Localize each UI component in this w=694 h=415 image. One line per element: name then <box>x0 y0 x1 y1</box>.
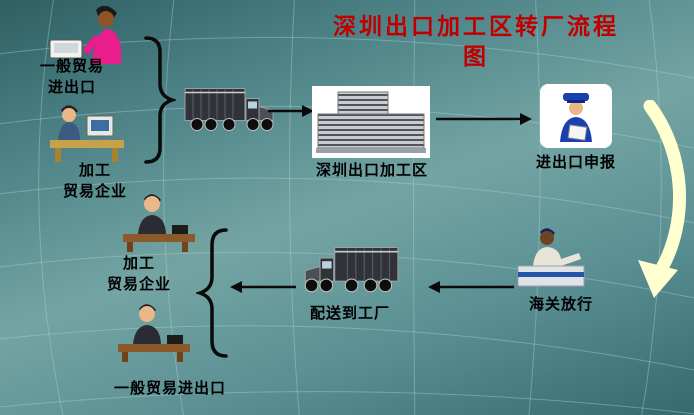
arrow-left-icon <box>230 281 296 293</box>
export-zone-label: 深圳出口加工区 <box>315 161 428 179</box>
person-at-desk-phone-icon <box>120 192 198 252</box>
customs-officer-icon <box>540 84 612 148</box>
truck-icon <box>183 80 278 135</box>
processing-enterprise-bottom-label: 加工 贸易企业 <box>106 254 171 293</box>
arrow-right-icon <box>436 113 532 125</box>
declaration-label: 进出口申报 <box>535 153 616 171</box>
processing-enterprise-top-label: 加工 贸易企业 <box>62 161 127 200</box>
person-with-laptop-icon <box>48 6 143 64</box>
curved-down-arrow-icon <box>638 100 687 298</box>
brace-right-icon <box>144 36 176 164</box>
diagram-title-line1: 深圳出口加工区转厂流程 <box>333 14 619 40</box>
diagram-title: 深圳出口加工区转厂流程 图 <box>308 12 644 72</box>
brace-left-icon <box>196 228 228 358</box>
diagram-title-line2: 图 <box>463 44 489 70</box>
person-at-desk-computer-icon <box>46 100 128 162</box>
factory-building-icon <box>312 86 430 158</box>
delivery-label: 配送到工厂 <box>309 304 390 322</box>
general-trade-bottom-label: 一般贸易进出口 <box>113 379 226 397</box>
customs-officer-desk-icon <box>512 226 602 292</box>
customs-release-label: 海关放行 <box>528 295 593 313</box>
truck-icon <box>300 240 400 295</box>
general-trade-top-label: 一般贸易 进出口 <box>39 57 104 96</box>
arrow-left-icon <box>428 281 514 293</box>
arrow-right-icon <box>268 105 314 117</box>
person-at-desk-phone-icon <box>115 302 193 362</box>
